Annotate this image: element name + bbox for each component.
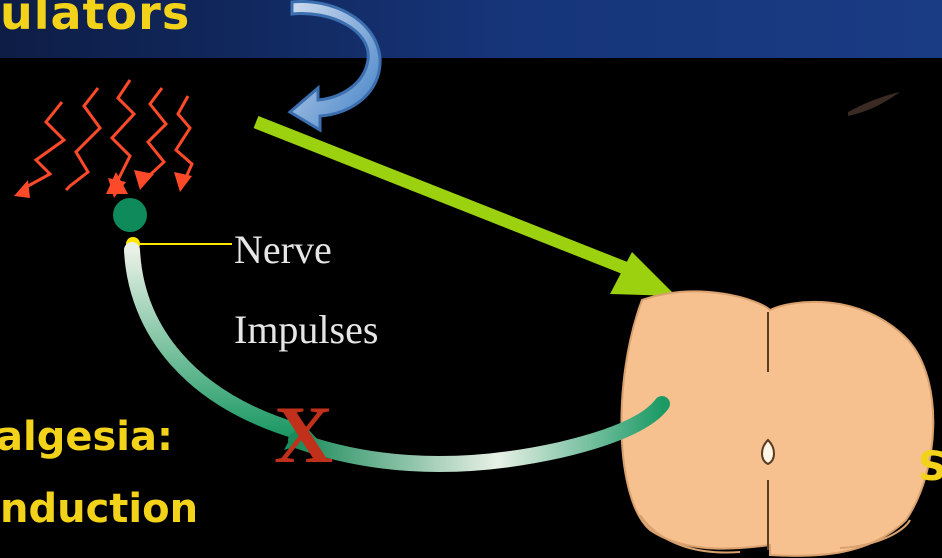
spinal-cord-icon <box>621 291 933 555</box>
block-mark: X <box>274 394 333 476</box>
curved-arrow-icon <box>290 1 380 130</box>
nerve-fiber-lower <box>296 404 662 464</box>
right-edge-text: S <box>918 444 942 490</box>
caption-line2: nduction <box>0 486 198 532</box>
background-smudge <box>848 92 900 116</box>
nerve-label-line1: Nerve <box>234 226 332 273</box>
stimulus-arrows-icon <box>22 80 192 192</box>
caption-line1: algesia: <box>0 414 173 460</box>
stimulus-arrowheads-icon <box>14 170 192 198</box>
nerve-ending-icon <box>113 198 147 232</box>
nerve-label-line2: Impulses <box>234 306 378 353</box>
